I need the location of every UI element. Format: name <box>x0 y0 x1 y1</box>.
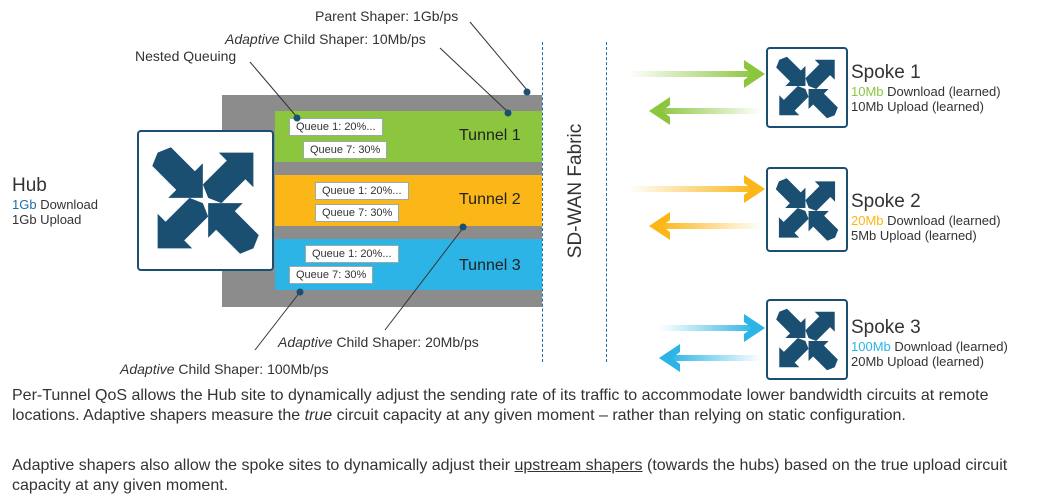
spoke-2-download-value: 20Mb <box>851 213 884 228</box>
spoke-3-upload: 20Mb Upload (learned) <box>851 354 984 369</box>
spoke-1-return-shaft <box>658 108 762 114</box>
spoke-1-outbound-head <box>744 60 765 88</box>
tunnel-2-queue-1: Queue 1: 20%... <box>315 182 409 200</box>
spoke-1-download-value: 10Mb <box>851 84 884 99</box>
adaptive-word: Adaptive <box>278 334 333 350</box>
hub-upload: 1Gb Upload <box>12 212 82 227</box>
router-icon <box>776 308 838 371</box>
spoke-1-download: 10Mb Download (learned) <box>851 84 1001 99</box>
spoke-3-title: Spoke 3 <box>851 317 921 338</box>
nested-leader <box>249 61 297 117</box>
hub-router <box>137 130 274 271</box>
hub-label: Hub 1Gb Download 1Gb Upload <box>12 175 98 227</box>
p1-text-a: Per-Tunnel QoS allows the Hub site to dy… <box>12 387 989 424</box>
spoke-1-label: Spoke 1 10Mb Download (learned) 10Mb Upl… <box>851 62 1001 114</box>
spoke-3-download-label: Download (learned) <box>890 339 1008 354</box>
child-shaper-100-label: Adaptive Child Shaper: 100Mb/ps <box>120 361 329 377</box>
parent-shaper-label: Parent Shaper: 1Gb/ps <box>315 8 459 24</box>
parent-shaper-leader <box>469 21 528 91</box>
child-100-dot <box>296 288 304 296</box>
spoke-1-upload: 10Mb Upload (learned) <box>851 99 984 114</box>
spoke-2-return-head <box>649 212 670 240</box>
tunnel-3-name: Tunnel 3 <box>459 257 521 274</box>
child-shaper-10-label: Adaptive Child Shaper: 10Mb/ps <box>225 31 426 47</box>
tunnel-1-name: Tunnel 1 <box>459 127 521 144</box>
tunnel-2-band: Queue 1: 20%... Queue 7: 30% Tunnel 2 <box>275 175 542 226</box>
child-20-dot <box>459 223 467 231</box>
spoke-1-download-label: Download (learned) <box>883 84 1001 99</box>
fabric-divider-2 <box>606 42 607 362</box>
spoke-2-return-shaft <box>658 223 762 229</box>
hub-title: Hub <box>12 175 47 196</box>
tunnel-1-queue-1: Queue 1: 20%... <box>289 118 383 136</box>
child-shaper-20-label: Adaptive Child Shaper: 20Mb/ps <box>278 334 479 350</box>
spoke-3-arrows <box>659 314 765 372</box>
spoke-2-router <box>766 167 848 252</box>
nested-dot <box>293 114 301 122</box>
spoke-2-download: 20Mb Download (learned) <box>851 213 1001 228</box>
p2-text-u: upstream shapers <box>514 457 643 474</box>
child-10-dot <box>504 109 512 117</box>
spoke-1-router <box>766 47 848 128</box>
child-20-leader <box>384 227 464 331</box>
router-icon <box>775 178 839 241</box>
router-icon <box>776 56 838 119</box>
child-shaper-10-text: Child Shaper: 10Mb/ps <box>279 31 426 47</box>
tunnel-3-band: Queue 1: 20%... Queue 7: 30% Tunnel 3 <box>275 239 542 290</box>
spoke-1-title: Spoke 1 <box>851 62 921 83</box>
spoke-3-download: 100Mb Download (learned) <box>851 339 1008 354</box>
router-icon <box>152 147 259 254</box>
spoke-3-return-head <box>659 344 680 372</box>
spoke-3-outbound-shaft <box>660 325 756 331</box>
child-shaper-20-text: Child Shaper: 20Mb/ps <box>332 334 479 350</box>
spoke-2-download-label: Download (learned) <box>883 213 1001 228</box>
nested-queuing-label: Nested Queuing <box>135 48 237 64</box>
spoke-3-return-shaft <box>668 355 762 361</box>
spoke-1-return-head <box>649 97 670 125</box>
tunnel-1-queue-7: Queue 7: 30% <box>303 141 388 159</box>
spoke-3-download-value: 100Mb <box>851 339 891 354</box>
child-shaper-100-text: Child Shaper: 100Mb/ps <box>174 361 329 377</box>
parent-shaper-dot <box>523 88 531 96</box>
p2-text-a: Adaptive shapers also allow the spoke si… <box>12 457 515 474</box>
spoke-2-outbound-head <box>744 175 765 203</box>
tunnel-1-band: Queue 1: 20%... Queue 7: 30% Tunnel 1 <box>275 111 542 162</box>
spoke-3-router <box>766 299 848 380</box>
spoke-1-outbound-shaft <box>628 71 756 77</box>
spoke-2-upload: 5Mb Upload (learned) <box>851 228 977 243</box>
spoke-2-outbound-shaft <box>628 186 756 192</box>
child-100-leader <box>254 291 301 351</box>
description-paragraph-1: Per-Tunnel QoS allows the Hub site to dy… <box>12 386 1012 426</box>
hub-download-value: 1Gb <box>12 197 37 212</box>
hub-download: 1Gb Download <box>12 197 98 212</box>
adaptive-word: Adaptive <box>120 361 175 377</box>
fabric-divider-1 <box>542 42 543 362</box>
spoke-3-label: Spoke 3 100Mb Download (learned) 20Mb Up… <box>851 317 1008 369</box>
p1-text-b: circuit capacity at any given moment – r… <box>332 407 906 424</box>
hub-download-label: Download <box>36 197 99 212</box>
spoke-2-title: Spoke 2 <box>851 191 921 212</box>
spoke-2-label: Spoke 2 20Mb Download (learned) 5Mb Uplo… <box>851 191 1001 243</box>
spoke-2-arrows <box>628 175 765 240</box>
tunnel-3-queue-1: Queue 1: 20%... <box>305 245 399 263</box>
tunnel-2-name: Tunnel 2 <box>459 191 521 208</box>
spoke-3-outbound-head <box>744 314 765 342</box>
tunnel-3-queue-7: Queue 7: 30% <box>289 266 374 284</box>
p2-text-b: (towards the hubs) based on the true upl… <box>12 457 1008 494</box>
p1-text-em: true <box>304 407 333 424</box>
description-paragraph-2: Adaptive shapers also allow the spoke si… <box>12 456 1042 496</box>
tunnel-2-queue-7: Queue 7: 30% <box>315 204 400 222</box>
spoke-1-arrows <box>628 60 765 125</box>
child-10-leader <box>439 47 509 113</box>
adaptive-word: Adaptive <box>225 31 280 47</box>
